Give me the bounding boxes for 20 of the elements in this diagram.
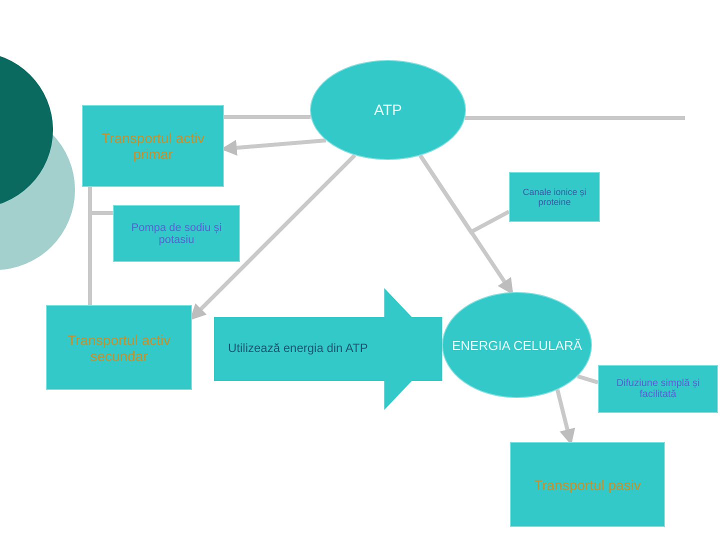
node-text: Transportul activ secundar xyxy=(66,330,172,366)
node-text: ENERGIA CELULARĂ xyxy=(450,336,584,354)
node-text: Transportul activ primar xyxy=(100,129,206,164)
note-box xyxy=(509,172,600,222)
process-box xyxy=(46,305,192,390)
node-text: Difuziune simplă și facilitată xyxy=(615,377,701,402)
note-box xyxy=(598,365,718,413)
block-arrow xyxy=(214,288,442,410)
process-box xyxy=(510,442,665,527)
node-text: Transportul pasiv xyxy=(533,476,642,495)
node-text: Canale ionice și proteine xyxy=(522,186,588,209)
connector-line xyxy=(465,116,685,120)
node-text: ATP xyxy=(372,100,404,120)
connector-line xyxy=(576,374,599,384)
connector-line xyxy=(224,115,311,119)
process-box xyxy=(82,105,224,187)
note-box xyxy=(113,205,240,262)
edge-label: Utilizează energia din ATP xyxy=(228,341,368,355)
node-text: Pompa de sodiu și potasiu xyxy=(130,220,223,248)
connector-line xyxy=(418,154,510,235)
